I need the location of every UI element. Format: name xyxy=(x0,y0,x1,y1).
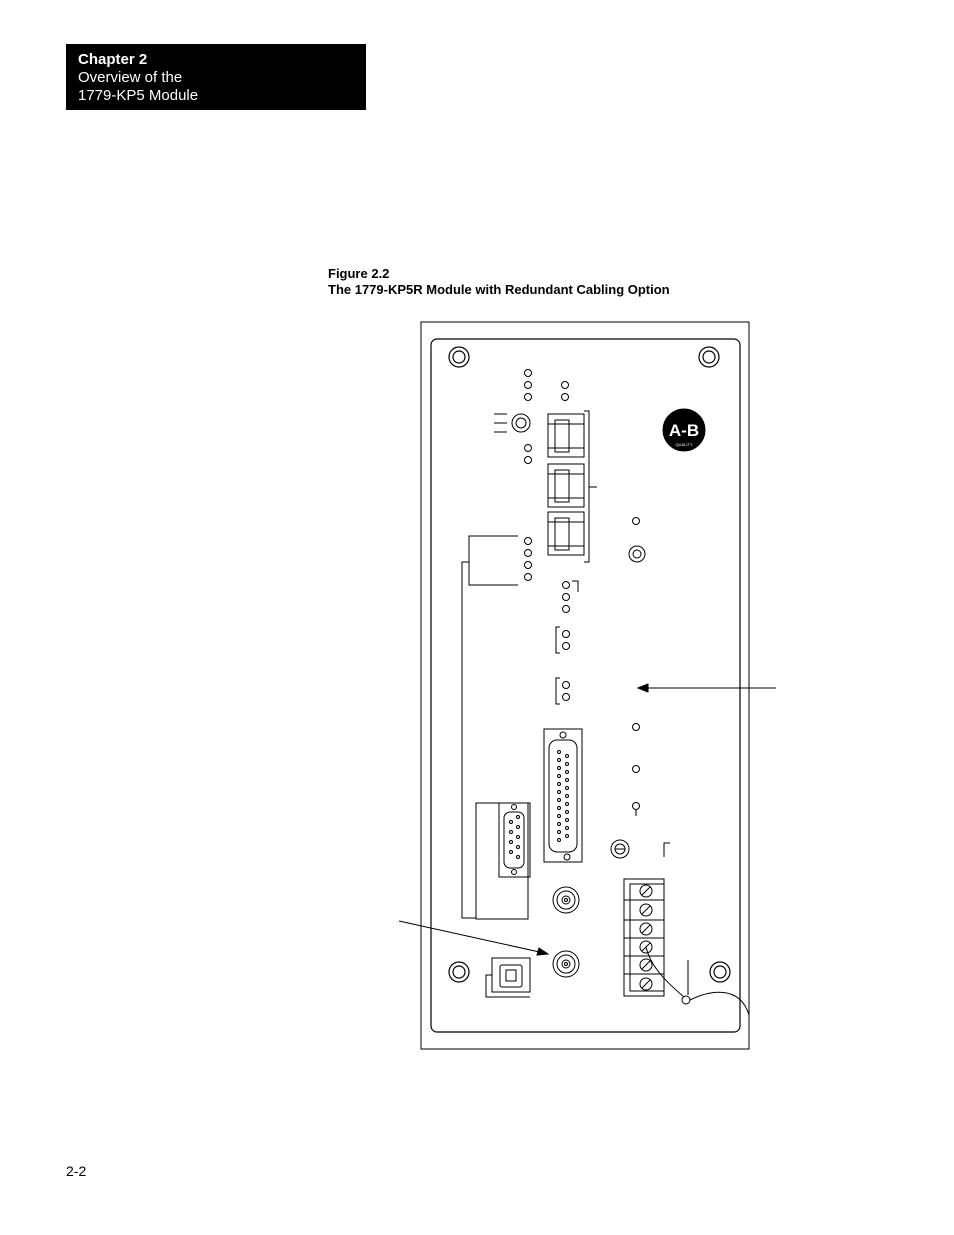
thumbwheel-switch-icon xyxy=(547,410,597,563)
figure-caption: Figure 2.2 The 1779-KP5R Module with Red… xyxy=(328,266,670,298)
port-connector-icon xyxy=(485,957,531,998)
db9-connector-icon xyxy=(475,802,531,920)
chapter-label: Chapter 2 xyxy=(78,51,148,68)
ground-wire-icon xyxy=(645,946,750,1016)
potentiometer-icon xyxy=(610,839,630,859)
status-led-icon xyxy=(524,369,640,773)
terminal-block-icon xyxy=(623,878,665,997)
outer-plate xyxy=(420,321,750,1050)
allen-bradley-logo-icon: A-B QUALITY xyxy=(662,408,706,452)
section-title-line-2: 1779-KP5 Module xyxy=(78,87,199,104)
toggle-switch-icon xyxy=(632,802,640,816)
db25-connector-icon xyxy=(543,728,583,863)
section-title-line-1: Overview of the xyxy=(78,69,183,86)
reset-button-icon xyxy=(494,413,531,433)
svg-text:A-B: A-B xyxy=(669,421,699,440)
figure-number: Figure 2.2 xyxy=(328,266,390,281)
inner-panel xyxy=(430,338,741,1033)
svg-text:QUALITY: QUALITY xyxy=(675,442,692,447)
bracket-lines xyxy=(461,535,670,919)
page-number: 2-2 xyxy=(66,1163,87,1179)
callout-arrow-icon xyxy=(398,683,776,956)
mounting-hole-icon xyxy=(448,346,731,983)
coax-connector-icon xyxy=(552,886,580,978)
adjust-knob-icon xyxy=(628,545,646,563)
chapter-header: Chapter 2 Overview of the 1779-KP5 Modul… xyxy=(66,44,366,110)
figure-title: The 1779-KP5R Module with Redundant Cabl… xyxy=(328,282,670,297)
